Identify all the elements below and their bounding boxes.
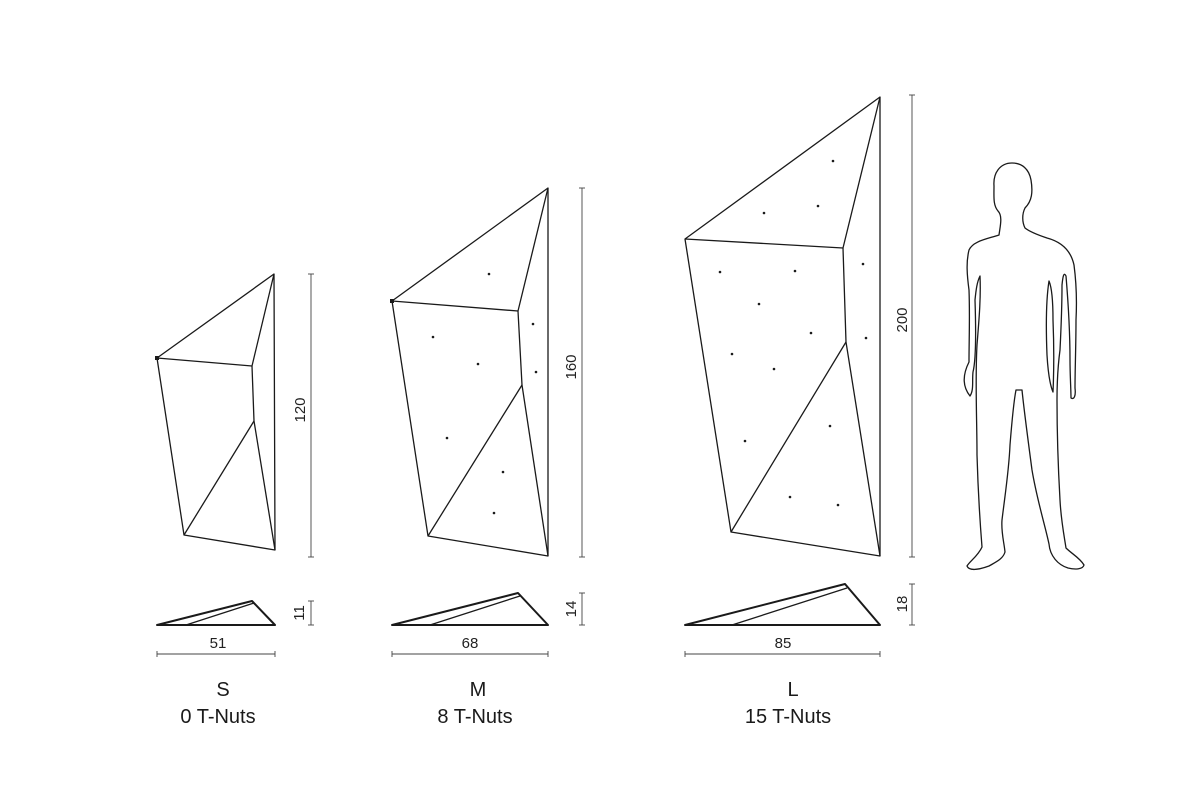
tnut-hole: [531, 322, 535, 326]
volume-m-front-view: [390, 187, 549, 557]
volume-m-width-dimension: 68: [391, 635, 549, 657]
tnut-hole: [445, 436, 449, 440]
volume-s-tnuts-label: 0 T-Nuts: [180, 706, 255, 728]
volume-s-side-view: [156, 600, 276, 626]
volume-s: 120 11 51 S 0 T-Nuts: [155, 273, 314, 728]
volume-s-profile: [156, 600, 276, 626]
volume-l-tnuts-label: 15 T-Nuts: [745, 706, 831, 728]
tnut-hole: [757, 302, 761, 306]
tnut-hole: [831, 159, 835, 163]
volume-s-outline: [156, 273, 276, 551]
volume-s-width-dimension: 51: [156, 635, 276, 657]
tnut-hole: [431, 335, 435, 339]
volume-s-height-label: 120: [292, 397, 309, 422]
tnut-hole: [816, 204, 820, 208]
human-outline: [963, 162, 1085, 571]
volume-m-depth-dimension: 14: [563, 592, 585, 626]
tnut-hole: [836, 503, 840, 507]
human-arm-gap: [1045, 280, 1055, 393]
volume-m-tnuts-label: 8 T-Nuts: [437, 706, 512, 728]
volume-m-profile: [391, 592, 549, 626]
volume-l-height-dimension: 200: [894, 94, 915, 558]
volume-m-height-label: 160: [563, 354, 580, 379]
volume-l-side-edge: [842, 247, 881, 557]
tnut-hole: [534, 370, 538, 374]
tnut-hole: [501, 470, 505, 474]
volume-m-profile-inner: [429, 595, 521, 626]
volume-m-depth-label: 14: [563, 601, 580, 618]
volume-s-top-face: [156, 273, 275, 367]
tnut-hole: [762, 211, 766, 215]
volume-m-side-view: [391, 592, 549, 626]
volume-s-side-edge: [251, 365, 276, 551]
volume-s-profile-inner: [185, 602, 255, 626]
volume-l-profile-inner: [731, 587, 848, 626]
tnut-hole: [743, 439, 747, 443]
volume-l-profile: [684, 583, 881, 626]
volume-s-size-label: S: [216, 679, 229, 701]
volume-l-bottom-edge: [730, 341, 847, 533]
tnut-hole: [864, 336, 868, 340]
volume-m-top-face: [391, 187, 549, 312]
volume-m-bottom-edge: [427, 384, 523, 537]
volume-s-depth-label: 11: [291, 605, 308, 621]
human-scale-silhouette: [963, 162, 1085, 571]
tnut-hole: [487, 272, 491, 276]
volume-l: 200 18 85 L 15 T-Nuts: [684, 94, 915, 728]
volume-s-width-label: 51: [210, 635, 227, 652]
volume-m-size-label: M: [470, 679, 487, 701]
tnut-hole: [730, 352, 734, 356]
volume-s-depth-dimension: 11: [291, 600, 314, 626]
tnut-hole: [772, 367, 776, 371]
volume-m: 160 14 68 M 8 T-Nuts: [390, 187, 585, 728]
tnut-hole: [718, 270, 722, 274]
volume-l-depth-label: 18: [894, 596, 911, 613]
volume-l-width-label: 85: [775, 635, 792, 652]
volume-m-outline: [391, 187, 549, 557]
tnut-hole: [809, 331, 813, 335]
volume-l-top-face: [684, 96, 881, 249]
tnut-hole: [828, 424, 832, 428]
volume-s-corner-marker: [155, 356, 159, 360]
tnut-hole: [476, 362, 480, 366]
volume-l-side-view: [684, 583, 881, 626]
volume-l-outline: [684, 96, 881, 557]
tnut-hole: [793, 269, 797, 273]
volume-s-front-view: [155, 273, 276, 551]
tnut-hole: [492, 511, 496, 515]
volume-m-width-label: 68: [462, 635, 479, 652]
volume-l-size-label: L: [787, 679, 798, 701]
volume-l-front-view: [684, 96, 881, 557]
volume-s-bottom-edge: [183, 420, 255, 536]
volume-s-height-dimension: 120: [292, 273, 314, 558]
volume-m-side-edge: [517, 310, 549, 557]
tnut-hole: [788, 495, 792, 499]
volume-l-depth-dimension: 18: [894, 583, 915, 626]
volume-l-width-dimension: 85: [684, 635, 881, 657]
volume-l-tnut-holes: [718, 159, 868, 507]
volume-m-height-dimension: 160: [563, 187, 585, 558]
volume-m-tnut-holes: [431, 272, 538, 515]
volume-l-height-label: 200: [894, 307, 911, 332]
tnut-hole: [861, 262, 865, 266]
volume-m-corner-marker: [390, 299, 394, 303]
